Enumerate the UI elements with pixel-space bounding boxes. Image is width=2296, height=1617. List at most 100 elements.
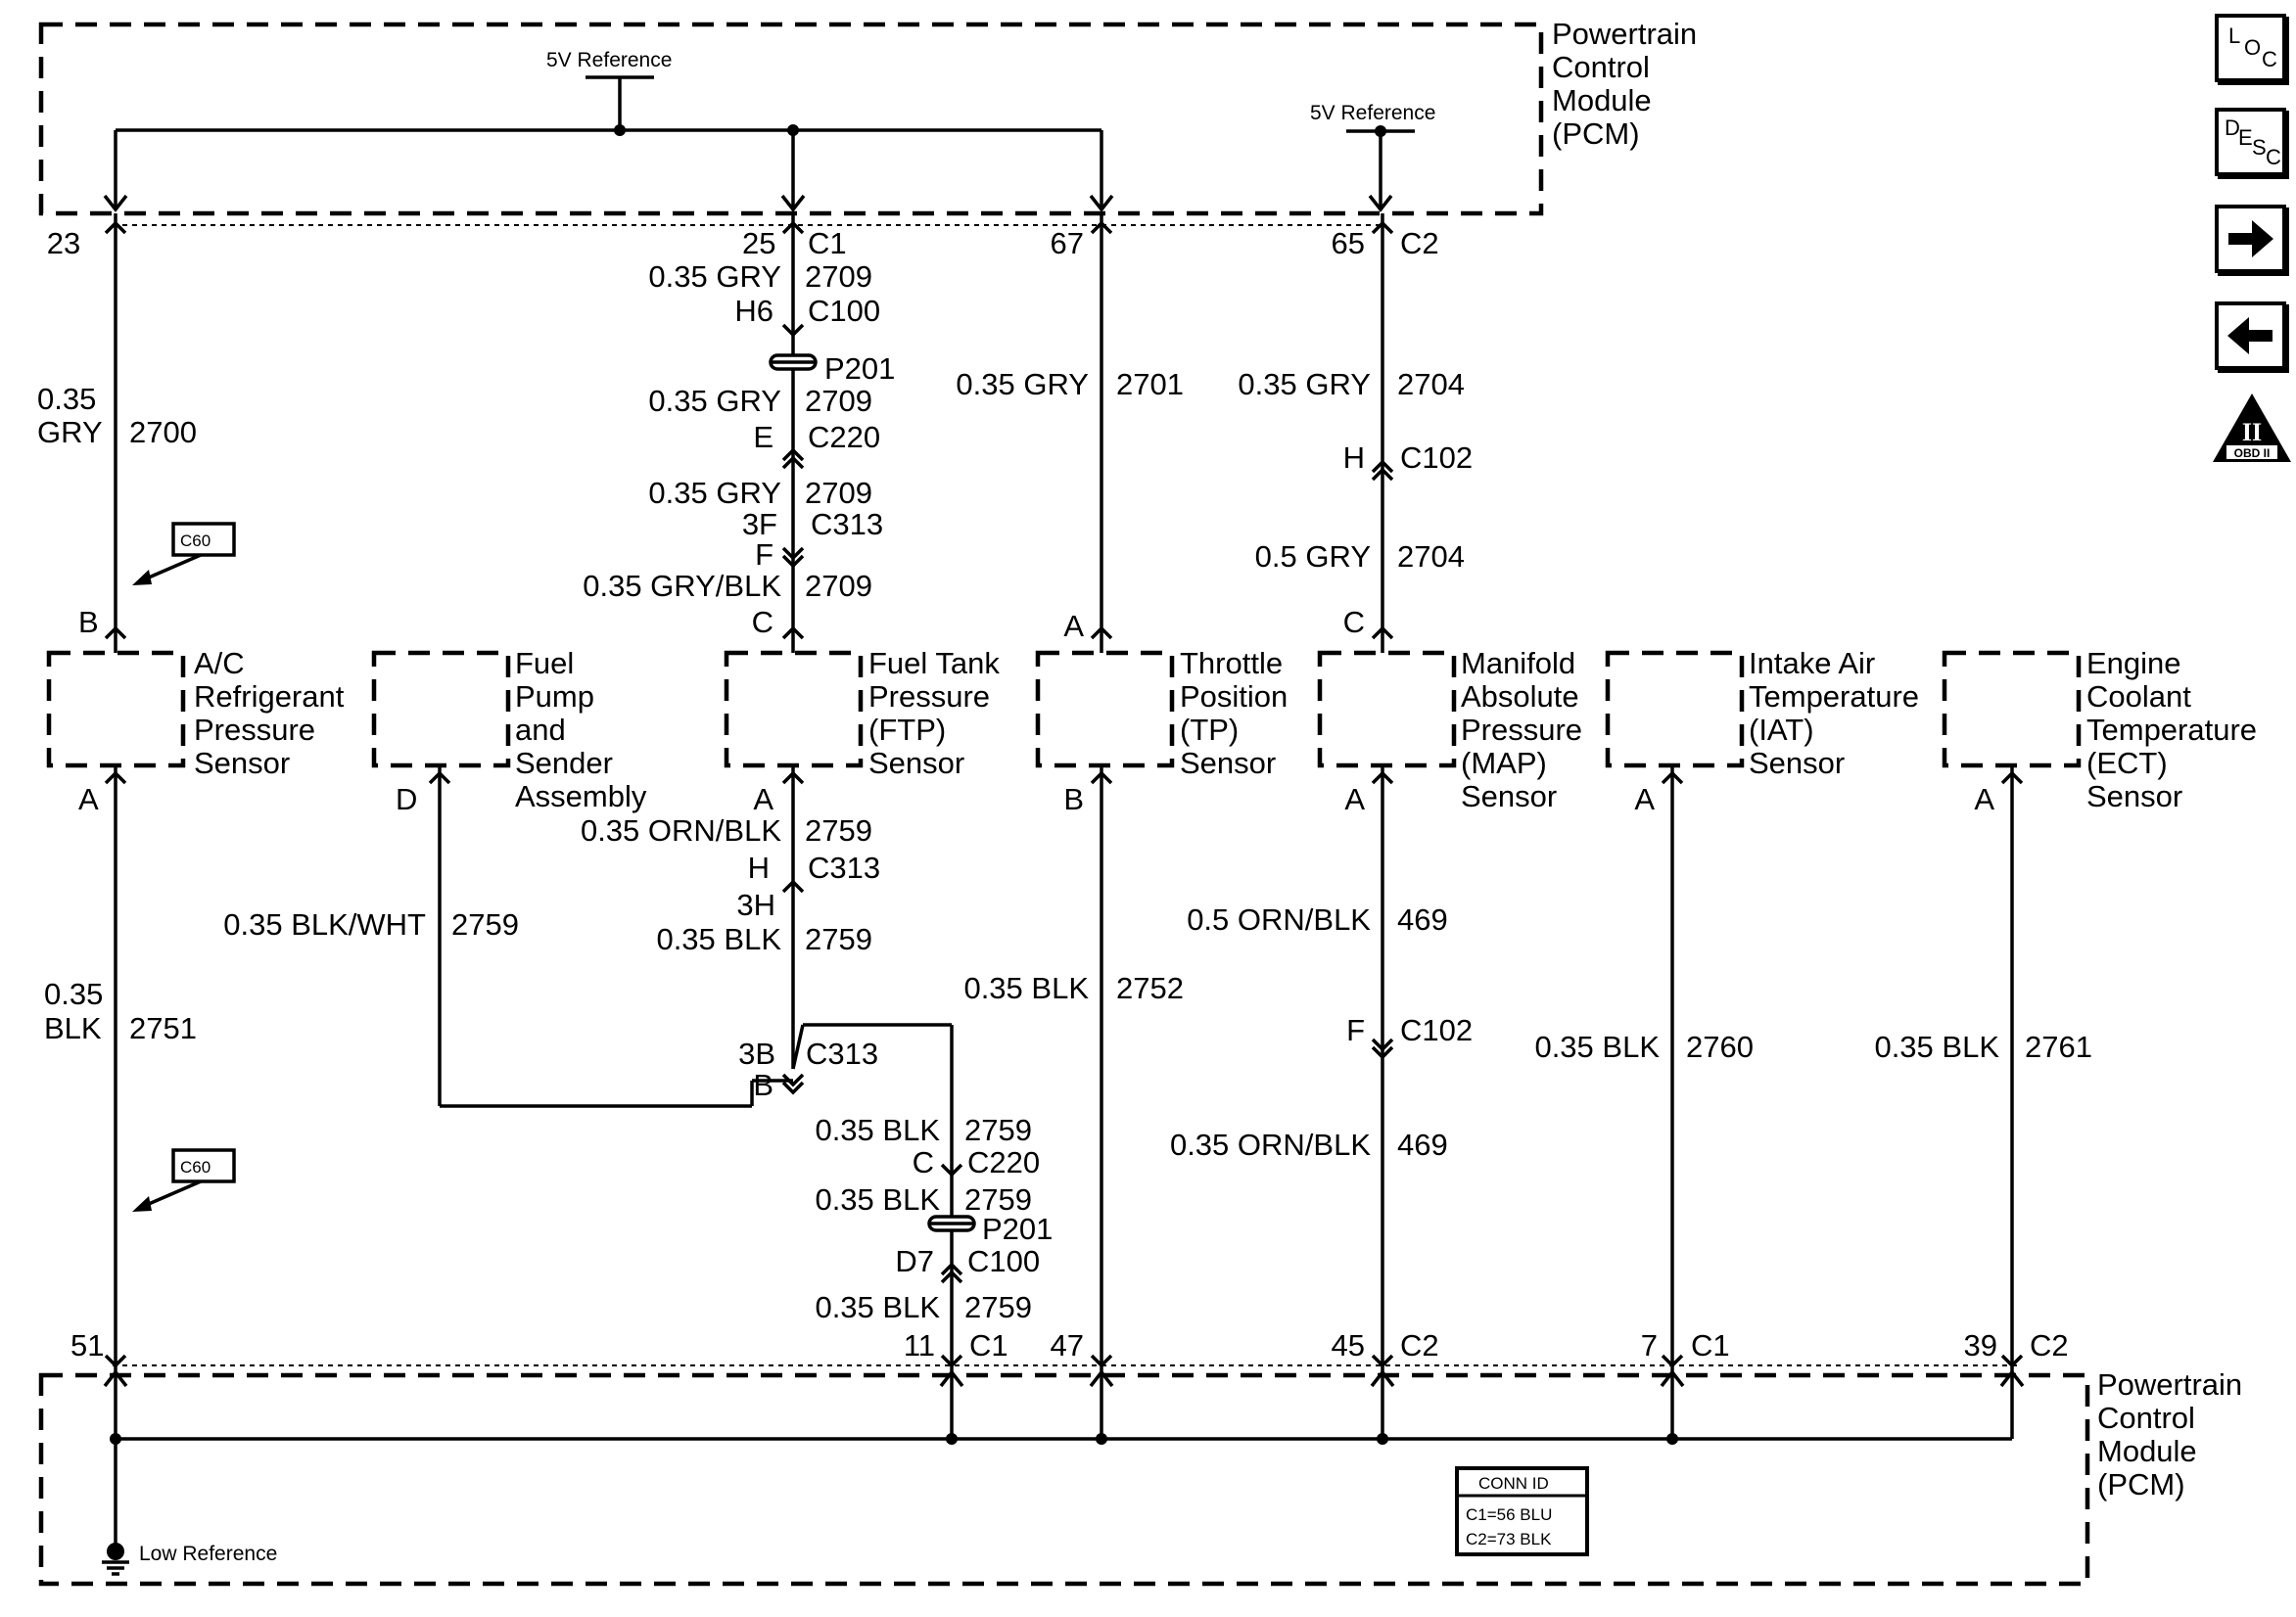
svg-text:C102: C102 [1400,1013,1473,1047]
pcm-bottom-box [38,1372,2090,1587]
svg-text:C60: C60 [180,1158,211,1177]
svg-text:0.35 BLK: 0.35 BLK [656,922,781,956]
svg-text:C1: C1 [808,226,847,260]
svg-text:Control: Control [2097,1401,2195,1435]
svg-text:0.35 GRY/BLK: 0.35 GRY/BLK [583,569,781,603]
svg-text:C: C [913,1145,934,1179]
svg-text:C220: C220 [967,1145,1040,1179]
svg-text:0.35 BLK: 0.35 BLK [815,1113,940,1147]
svg-text:C60: C60 [180,531,211,550]
svg-text:C100: C100 [967,1244,1040,1278]
svg-text:C2: C2 [1400,226,1439,260]
svg-text:45: 45 [1332,1328,1365,1363]
svg-text:3B: 3B [738,1037,775,1071]
svg-text:BLK: BLK [44,1011,102,1045]
svg-text:C2: C2 [1400,1328,1439,1363]
svg-text:2709: 2709 [805,476,872,510]
map-sensor-label: Manifold Absolute Pressure (MAP) Sensor [1461,646,1582,813]
tp-sensor-label: Throttle Position (TP) Sensor [1180,646,1288,780]
svg-text:2759: 2759 [805,922,872,956]
wire-ac [104,213,127,1370]
svg-text:B: B [753,1068,773,1102]
svg-text:F: F [1346,1013,1365,1047]
arrow-left-icon [2227,317,2273,354]
svg-text:C1: C1 [969,1328,1008,1363]
svg-text:H6: H6 [734,294,773,328]
svg-text:2704: 2704 [1397,539,1465,574]
svg-text:Coolant: Coolant [2086,679,2191,714]
svg-text:Powertrain: Powertrain [1552,17,1697,51]
location-button[interactable]: L O C [2215,14,2286,82]
svg-text:Engine: Engine [2086,646,2181,680]
wire-ftp [781,213,805,1095]
svg-text:Pressure: Pressure [868,679,990,714]
svg-text:(FTP): (FTP) [868,713,946,747]
svg-text:A/C: A/C [194,646,245,680]
svg-text:23: 23 [47,226,80,260]
svg-text:A: A [1063,609,1084,643]
svg-text:67: 67 [1051,226,1084,260]
svg-text:Fuel Tank: Fuel Tank [868,646,1000,680]
wire-map [1371,213,1394,1370]
svg-text:Manifold: Manifold [1461,646,1575,680]
svg-text:Pressure: Pressure [194,713,315,747]
svg-text:2709: 2709 [805,384,872,418]
ect-sensor-label: Engine Coolant Temperature (ECT) Sensor [2086,646,2257,813]
svg-text:Pump: Pump [515,679,594,714]
svg-text:Fuel: Fuel [515,646,574,680]
svg-text:A: A [1344,782,1365,816]
description-button[interactable]: D E S C [2215,108,2286,176]
svg-text:(IAT): (IAT) [1749,713,1814,747]
svg-text:P201: P201 [824,351,895,386]
ac-sensor-box [46,650,186,768]
svg-text:25: 25 [742,226,775,260]
svg-text:Temperature: Temperature [1749,679,1919,714]
pcm-top-box [38,22,1544,216]
iat-sensor-box [1605,650,1745,768]
wire-map-labels: 65 C2 0.35 GRY 2704 H C102 0.5 GRY 2704 … [1170,226,1473,1363]
svg-text:C2=73 BLK: C2=73 BLK [1466,1530,1552,1548]
svg-text:7: 7 [1641,1328,1658,1363]
tp-sensor-box [1035,650,1175,768]
svg-text:2760: 2760 [1686,1030,1754,1064]
wire-ftp-return [781,220,963,1370]
svg-text:(MAP): (MAP) [1461,746,1547,780]
svg-text:F: F [755,537,773,572]
svg-text:2759: 2759 [805,813,872,848]
wire-tp [1090,213,1113,1370]
svg-text:CONN ID: CONN ID [1478,1474,1549,1493]
obd-ii-button[interactable]: II OBD II [2211,390,2293,466]
wire-ect-labels: A 0.35 BLK 2761 39 C2 [1874,782,2092,1363]
svg-text:0.5 GRY: 0.5 GRY [1255,539,1371,574]
svg-text:Throttle: Throttle [1180,646,1283,680]
svg-text:2709: 2709 [805,259,872,294]
svg-text:P201: P201 [982,1212,1053,1246]
svg-text:C1=56 BLU: C1=56 BLU [1466,1505,1552,1524]
svg-text:0.35 GRY: 0.35 GRY [956,367,1089,401]
svg-text:C: C [1343,605,1365,639]
svg-text:C2: C2 [2030,1328,2069,1363]
svg-text:C220: C220 [808,420,880,454]
c60-tag-bottom: C60 [132,1148,236,1212]
svg-text:(PCM): (PCM) [2097,1467,2185,1502]
desc-letter-d: D [2225,116,2240,140]
previous-page-button[interactable] [2215,301,2286,370]
svg-text:3F: 3F [742,507,777,541]
c60-tag-top: C60 [132,522,236,585]
svg-text:0.35 BLK: 0.35 BLK [1874,1030,1999,1064]
svg-text:H: H [748,851,770,885]
svg-text:A: A [1634,782,1655,816]
svg-text:0.35 BLK/WHT: 0.35 BLK/WHT [223,907,426,942]
svg-text:0.35 BLK: 0.35 BLK [963,971,1089,1005]
next-page-button[interactable] [2215,205,2286,273]
svg-text:11: 11 [904,1328,935,1363]
low-ref-label: Low Reference [139,1543,277,1565]
svg-text:C313: C313 [808,851,880,885]
svg-text:C313: C313 [811,507,883,541]
svg-text:Sensor: Sensor [1180,746,1276,780]
svg-text:C100: C100 [808,294,880,328]
svg-text:C1: C1 [1691,1328,1730,1363]
svg-text:E: E [753,420,773,454]
svg-text:B: B [1063,782,1084,816]
